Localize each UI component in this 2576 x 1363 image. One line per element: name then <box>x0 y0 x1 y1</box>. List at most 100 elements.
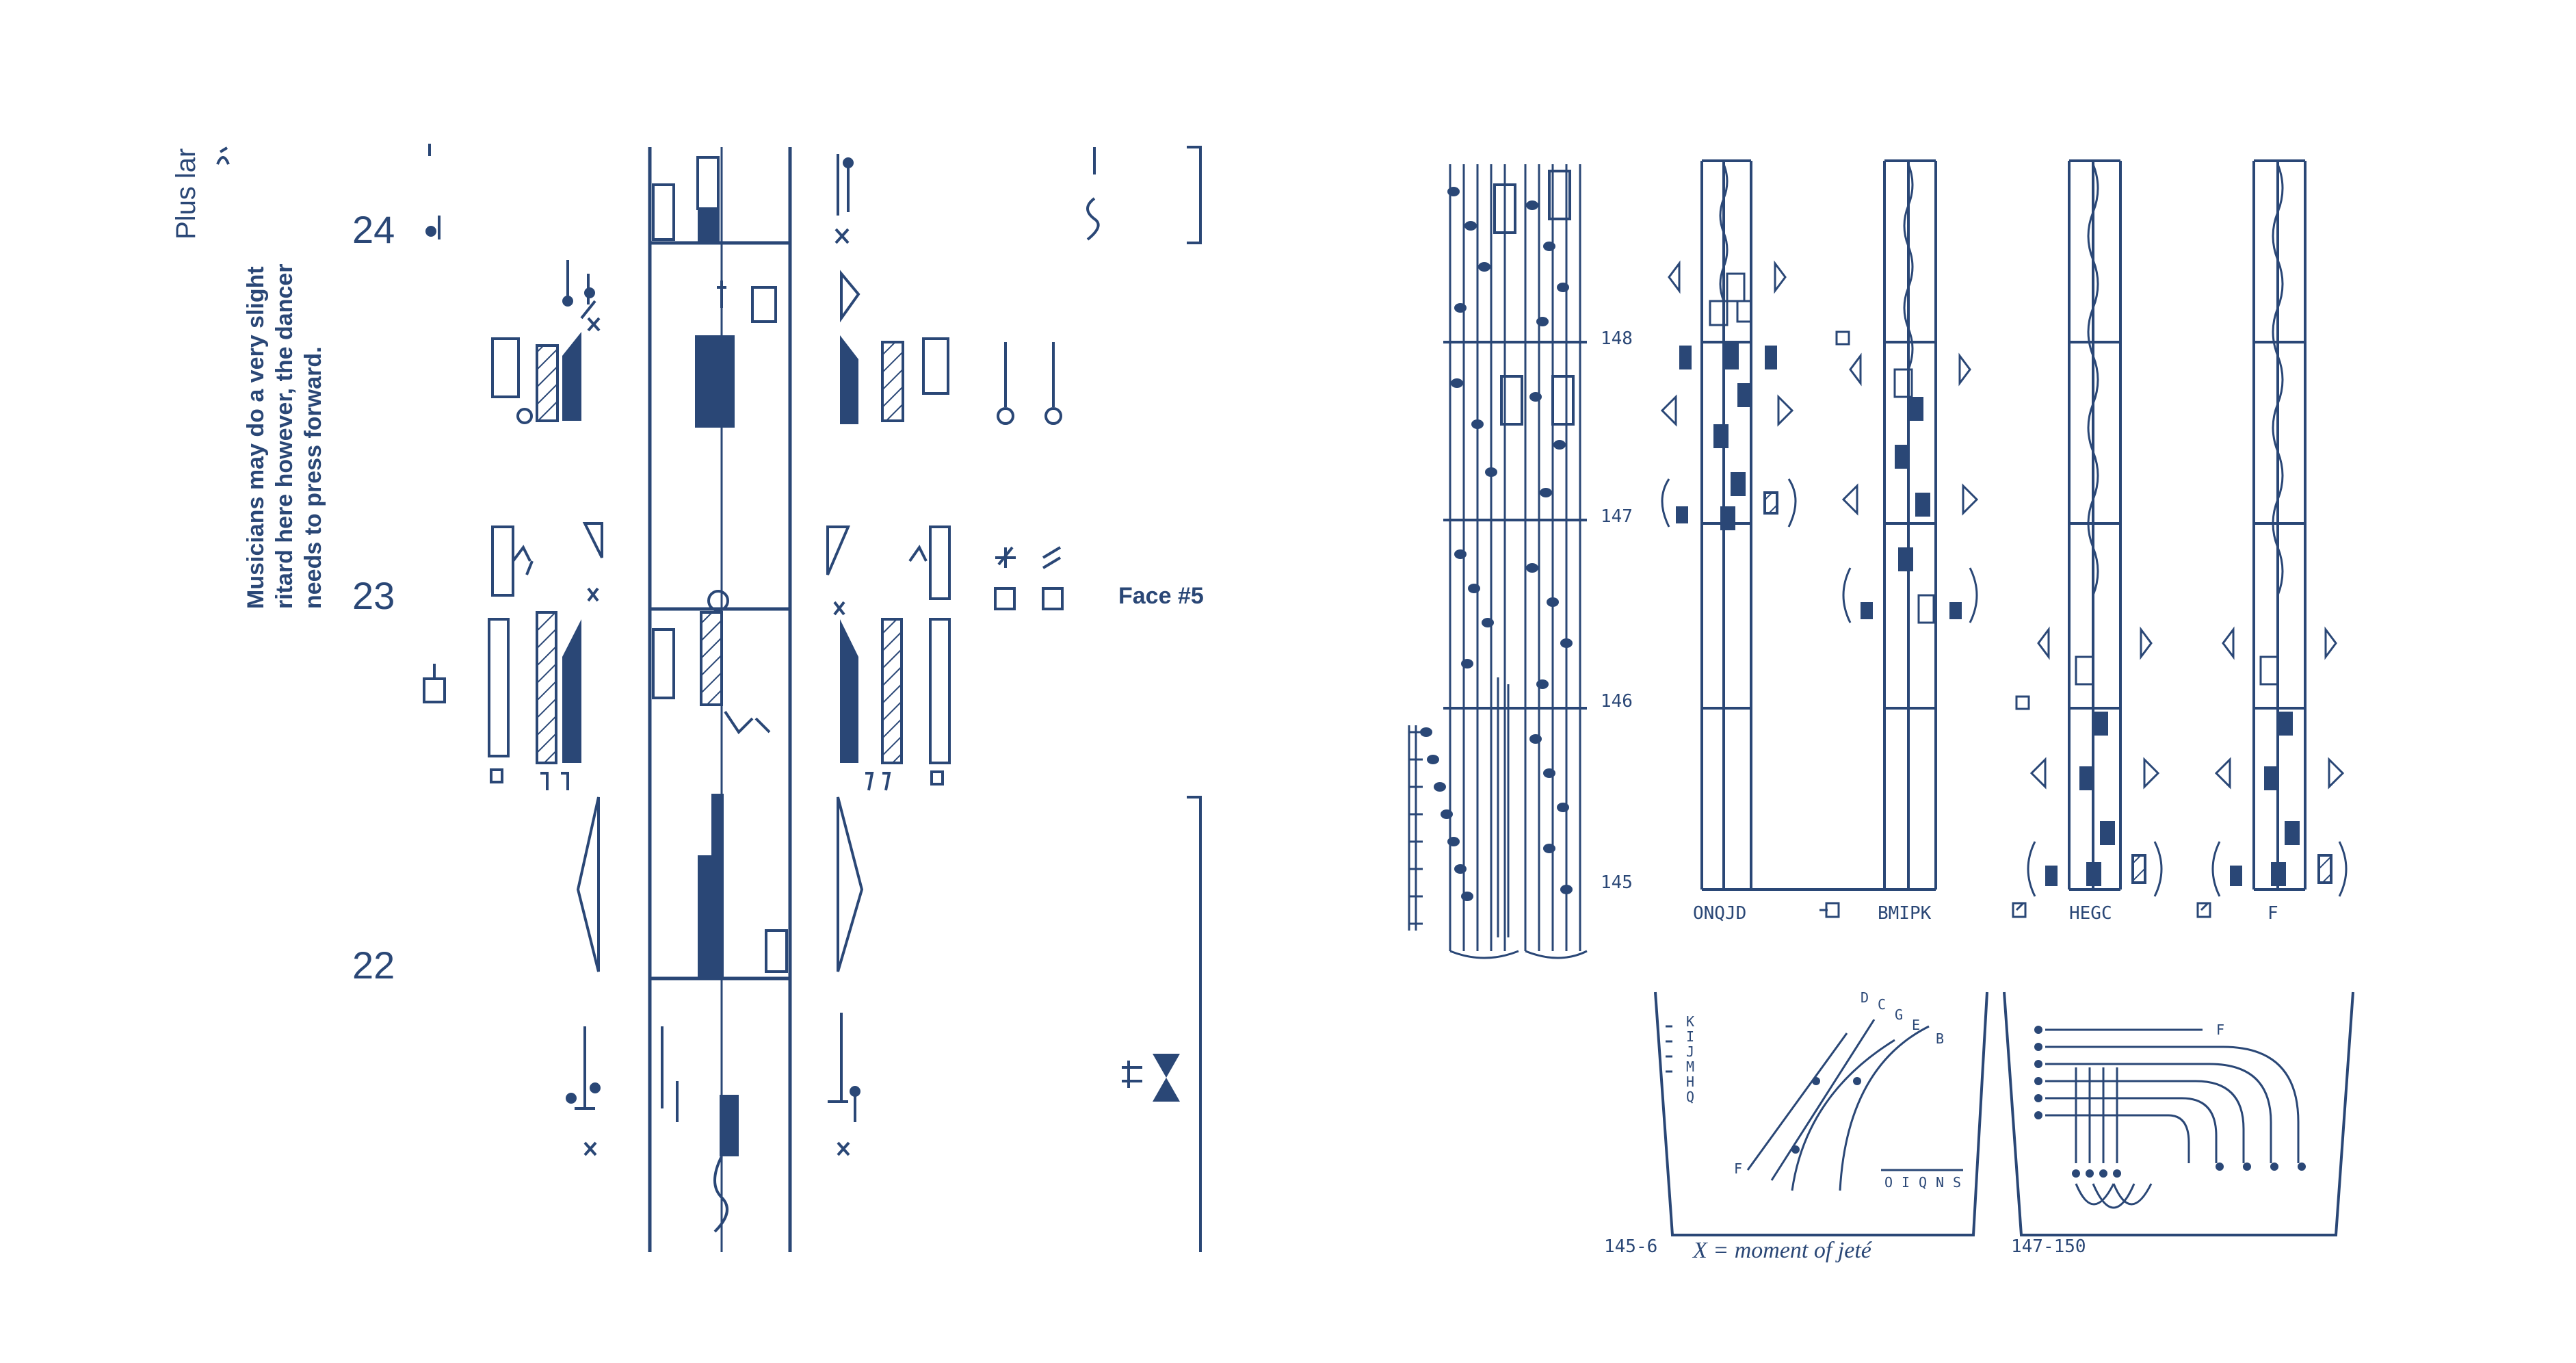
letter: K <box>1686 1013 1694 1030</box>
measure-number-146: 146 <box>1601 691 1633 712</box>
small-box <box>490 768 503 783</box>
circle-mark <box>707 590 729 612</box>
bracket <box>1187 146 1202 244</box>
dot-mark <box>584 287 595 298</box>
header-squiggle <box>216 146 230 165</box>
hatched-block <box>700 611 723 706</box>
note-beams <box>1408 677 1588 959</box>
triangle-mark <box>2214 757 2345 790</box>
boxed-symbol <box>1042 587 1064 610</box>
stem-mark <box>717 281 726 308</box>
column-label-2: BMIPK <box>1878 903 1932 924</box>
solid-block <box>1713 424 1729 448</box>
solid-block <box>2278 712 2293 736</box>
diamond-wedge <box>837 796 864 972</box>
diamond-wedge <box>576 796 600 972</box>
open-block <box>751 286 777 323</box>
letter: F <box>1734 1160 1742 1177</box>
column-label-4: F <box>2268 903 2278 924</box>
triangle-mark <box>2029 757 2160 790</box>
note-line-1: Musicians may do a very slight <box>243 266 269 609</box>
solid-block <box>1731 472 1746 496</box>
letter: M <box>1686 1059 1694 1075</box>
solid-block <box>1737 383 1752 407</box>
triangle-mark <box>826 525 851 575</box>
open-block <box>696 156 720 210</box>
letter: E <box>1912 1017 1920 1033</box>
solid-block <box>1908 397 1923 421</box>
dancer-figures-col3 <box>2015 626 2163 897</box>
letter: D <box>1861 989 1869 1006</box>
open-block <box>652 183 675 241</box>
open-block <box>1548 170 1571 220</box>
floor-plan-right: F 147-150 <box>2003 991 2354 1257</box>
face-label: Face #5 <box>1118 583 1204 609</box>
column-label-1: ONQJD <box>1693 903 1746 924</box>
letter: Q <box>1686 1089 1694 1105</box>
dot-mark <box>590 1082 601 1093</box>
hook-mark <box>540 772 569 790</box>
dot-mark <box>562 296 573 307</box>
left-figures-23 <box>488 522 603 790</box>
note-line-3: needs to press forward. <box>300 346 326 609</box>
position-ticks <box>1666 1025 1672 1073</box>
x-mark <box>583 1141 597 1156</box>
circle-mark <box>516 408 533 424</box>
x-mark <box>833 601 845 616</box>
hatched-block <box>1763 491 1778 515</box>
dot-mark <box>1853 1077 1861 1085</box>
triangle-mark <box>1849 352 1971 387</box>
measure-number-148: 148 <box>1601 328 1633 349</box>
letter: F <box>2216 1022 2224 1038</box>
note-heads <box>1420 187 1573 901</box>
dancer-figures-col2 <box>1835 330 1979 624</box>
letter: N <box>1936 1174 1944 1191</box>
triangle-mark <box>582 522 603 558</box>
solid-block <box>1898 547 1913 571</box>
boxed-symbol <box>423 677 446 703</box>
solid-block <box>1679 346 1692 369</box>
burst-mark <box>512 545 534 575</box>
bracket <box>1187 796 1202 1252</box>
right-score-panel: 148 147 146 145 <box>1408 159 2354 1263</box>
solid-block <box>2086 862 2101 886</box>
path-markers <box>2034 1026 2306 1178</box>
solid-block <box>2045 866 2058 886</box>
solid-block <box>720 1095 739 1156</box>
triangle-mark <box>1841 483 1979 516</box>
open-block <box>1709 300 1729 326</box>
solid-block <box>698 855 713 978</box>
x-mark <box>587 317 601 332</box>
dot-mark <box>1791 1145 1800 1154</box>
wedge-block <box>562 619 581 763</box>
hatched-block <box>536 611 557 764</box>
floor-plan-left: K I J M H Q D C G E B F O I Q N S <box>1604 989 1988 1263</box>
wavy-paths <box>1719 164 2284 596</box>
header-text: Plus lar <box>171 148 201 239</box>
curl-mark <box>724 710 771 735</box>
hatched-block <box>2317 854 2332 884</box>
range-label: 145-6 <box>1604 1236 1657 1257</box>
circle-mark <box>1044 407 1062 425</box>
letter: C <box>1878 996 1886 1013</box>
triangle-mark <box>2222 626 2337 660</box>
squiggle-mark <box>1086 197 1100 241</box>
small-box <box>2015 695 2030 710</box>
squiggle-mark <box>713 1156 728 1233</box>
open-block <box>1500 375 1523 426</box>
solid-block <box>2079 766 2094 790</box>
measure-number-147: 147 <box>1601 506 1633 527</box>
range-label: 147-150 <box>2011 1236 2086 1257</box>
column-label-3: HEGC <box>2069 903 2112 924</box>
stage-outline <box>1654 991 1988 1236</box>
solid-block <box>2100 821 2115 845</box>
dot-mark <box>1812 1077 1820 1085</box>
arc-bracket <box>1661 478 1797 528</box>
solid-block <box>1915 493 1930 517</box>
dancer-figures-col4 <box>2211 626 2348 897</box>
hatched-block <box>536 344 559 422</box>
wedge-block <box>840 619 858 763</box>
dot-mark <box>566 1093 577 1104</box>
open-block <box>1736 300 1752 323</box>
left-score-panel: Plus lar Musicians may do a very slight … <box>171 144 1204 1252</box>
